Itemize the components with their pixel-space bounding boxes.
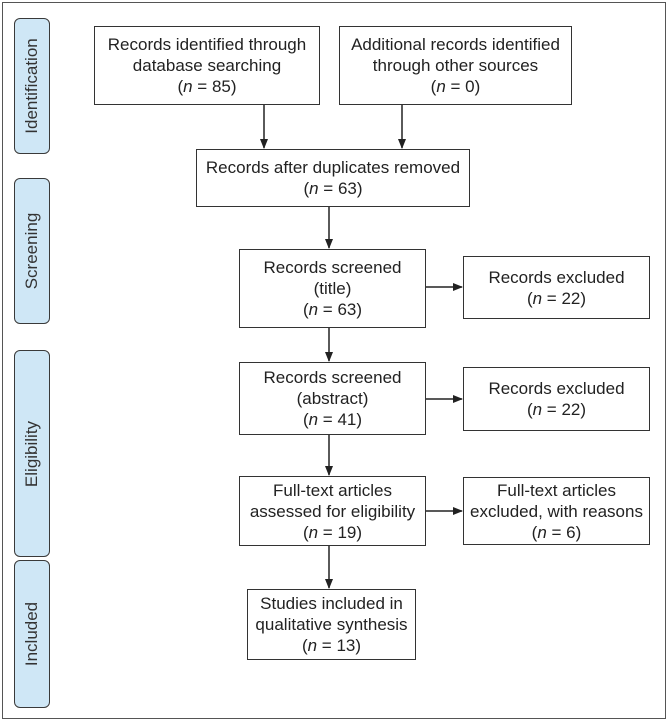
n-symbol: n: [308, 410, 319, 429]
box-count: (n = 22): [526, 288, 587, 308]
box-text-line: through other sources: [372, 56, 539, 75]
box-count: (n = 0): [430, 77, 481, 96]
box-text-line: Studies included in: [260, 594, 403, 613]
n-symbol: n: [532, 288, 543, 308]
box-text-line: Records excluded: [488, 379, 625, 398]
count-value: = 0: [445, 77, 475, 96]
n-symbol: n: [436, 77, 446, 96]
box-text-line: Records after duplicates removed: [205, 158, 461, 177]
box-count: (n = 41): [302, 410, 363, 429]
count-value: = 85: [192, 77, 231, 96]
count-value: = 6: [546, 522, 576, 542]
box-other-sources: Additional records identified through oth…: [339, 26, 572, 105]
stage-screening: Screening: [14, 178, 50, 324]
stage-included: Included: [14, 560, 50, 708]
stage-eligibility: Eligibility: [14, 350, 50, 557]
count-value: = 22: [542, 400, 581, 419]
box-duplicates-removed: Records after duplicates removed (n = 63): [196, 149, 470, 207]
box-excluded-title: Records excluded(n = 22): [463, 256, 650, 319]
box-included: Studies included in qualitative synthesis…: [247, 589, 416, 660]
n-symbol: n: [537, 522, 547, 542]
box-text-line: excluded, with reasons: [470, 501, 643, 521]
box-count: (n = 22): [526, 400, 587, 419]
n-symbol: n: [183, 77, 193, 96]
box-count: (n = 85): [177, 77, 237, 96]
box-text-line: (abstract): [296, 389, 369, 408]
box-text-line: Records excluded: [488, 267, 625, 287]
n-symbol: n: [307, 636, 318, 655]
stage-identification: Identification: [14, 18, 50, 154]
box-count: (n = 63): [302, 300, 363, 319]
count-value: = 22: [542, 288, 581, 308]
box-count: (n = 13): [301, 636, 362, 655]
box-text-line: assessed for eligibility: [249, 501, 416, 521]
box-text-line: Full-text articles: [496, 480, 617, 500]
box-screened-title: Records screened (title) (n = 63): [239, 249, 426, 328]
box-excluded-abstract: Records excluded (n = 22): [463, 367, 650, 431]
box-count: (n = 19): [302, 522, 363, 542]
box-count: (n = 6): [531, 522, 582, 542]
n-symbol: n: [309, 179, 319, 198]
box-text-line: Records screened: [263, 258, 402, 277]
n-symbol: n: [532, 400, 543, 419]
box-text-line: Additional records identified: [351, 35, 560, 54]
count-value: = 63: [318, 300, 357, 319]
count-value: = 63: [318, 179, 357, 198]
box-database-search: Records identified through database searc…: [94, 26, 320, 105]
count-value: = 13: [317, 636, 356, 655]
box-screened-abstract: Records screened (abstract) (n = 41): [239, 362, 426, 435]
box-text-line: Records identified through: [107, 35, 307, 54]
count-value: = 19: [318, 522, 357, 542]
count-value: = 41: [318, 410, 357, 429]
box-text-line: Records screened: [263, 368, 402, 387]
box-text-line: Full-text articles: [272, 480, 393, 500]
box-text-line: database searching: [132, 56, 282, 75]
n-symbol: n: [308, 300, 319, 319]
box-text-line: (title): [313, 279, 352, 298]
n-symbol: n: [308, 522, 319, 542]
box-text-line: qualitative synthesis: [255, 615, 408, 634]
box-count: (n = 63): [303, 179, 363, 198]
